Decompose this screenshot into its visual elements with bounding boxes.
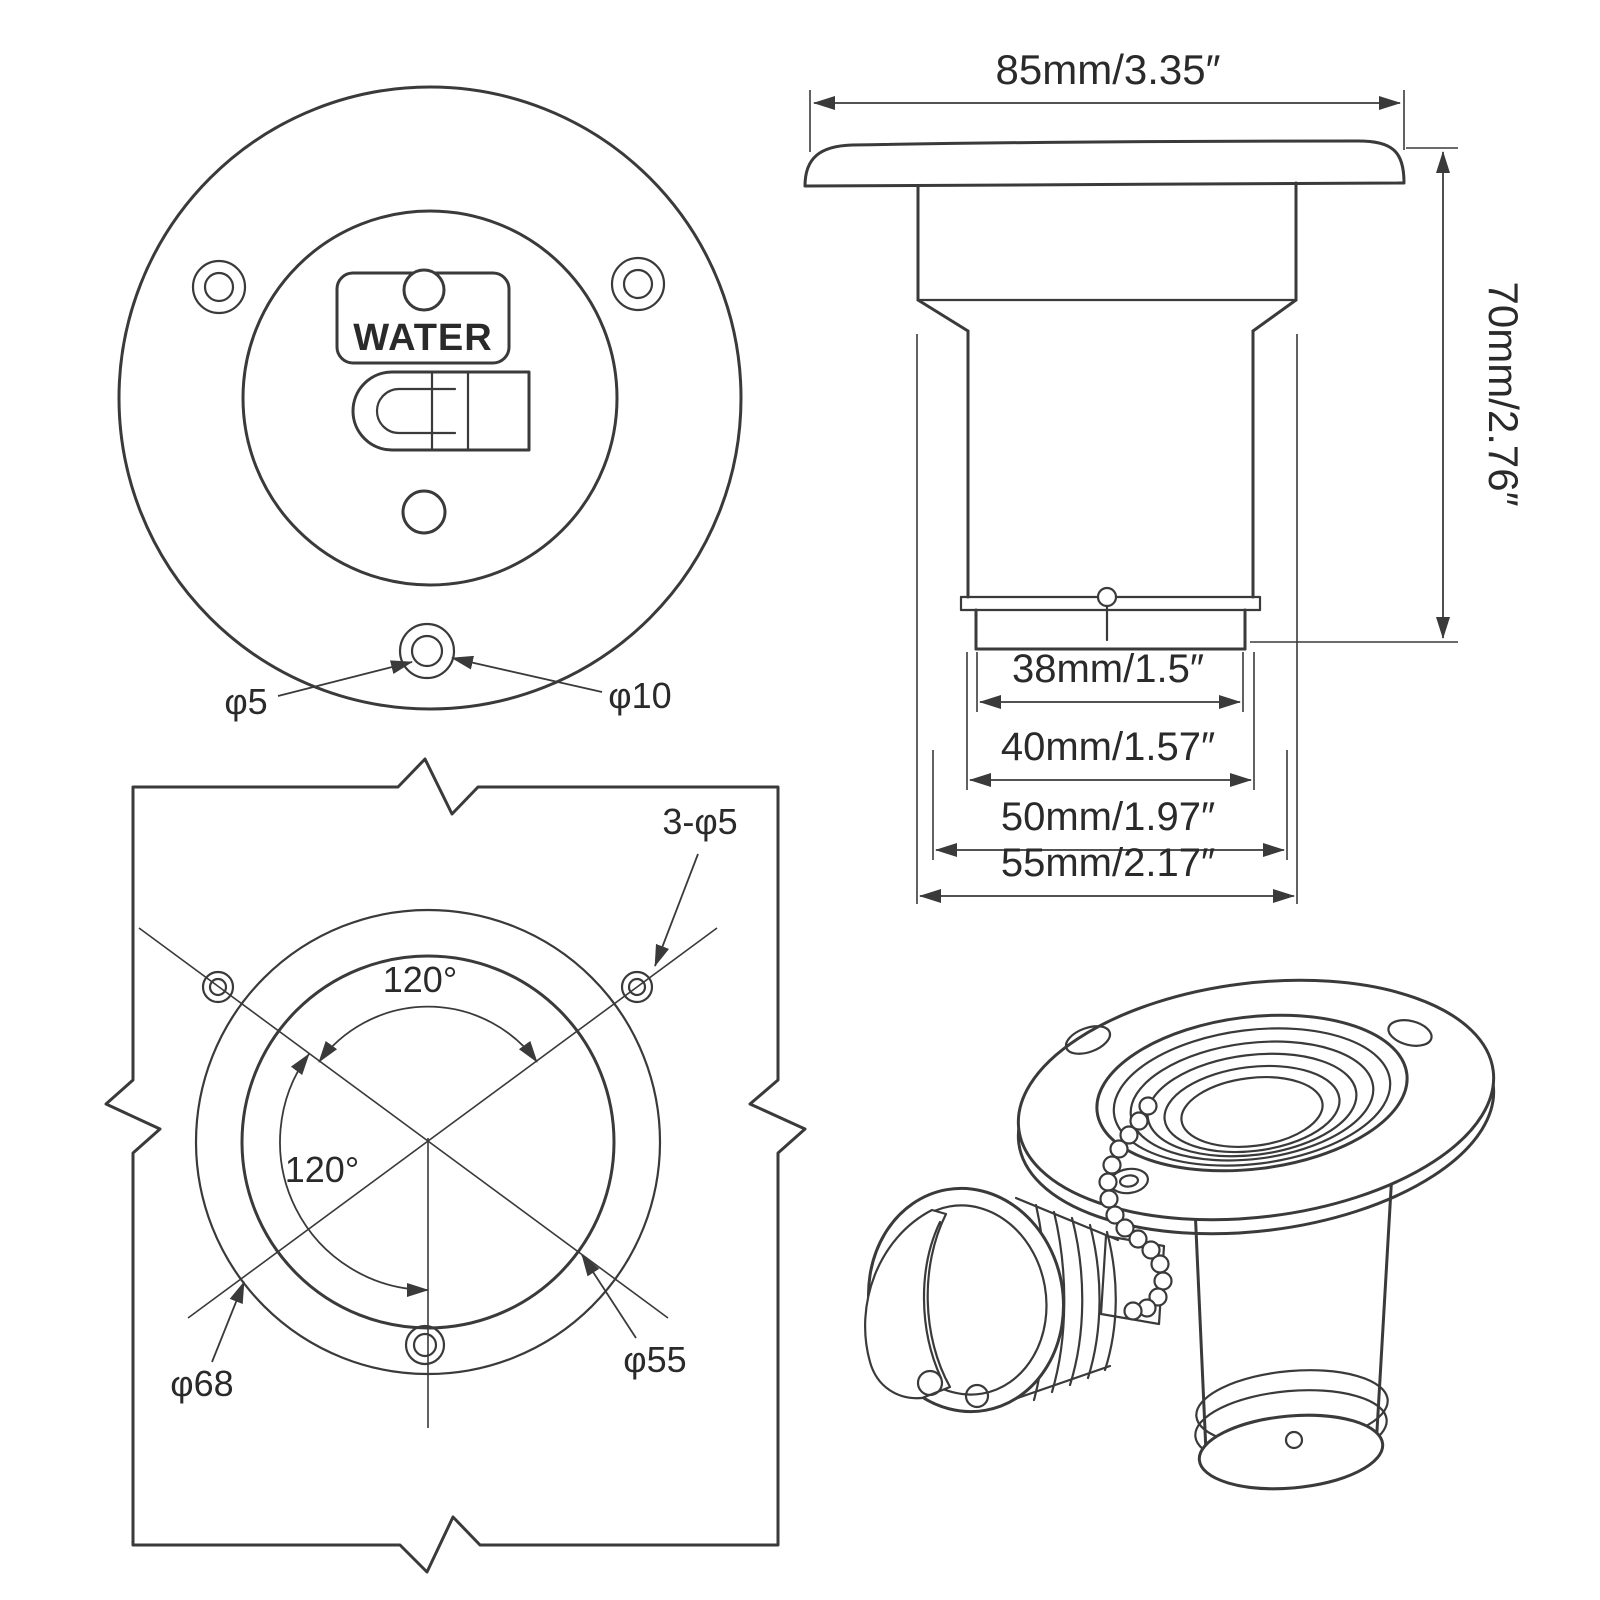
bolt-hole-top-right	[620, 970, 654, 1004]
cutout-callout: φ55	[581, 1254, 687, 1380]
bolt-circle-callout: φ68	[170, 1281, 245, 1404]
dim-40mm-label: 40mm/1.57″	[1001, 725, 1215, 769]
dim-85mm-label: 85mm/3.35″	[996, 46, 1221, 93]
screw-hole-top-right	[610, 256, 666, 312]
phi5-callout: φ5	[224, 660, 413, 722]
top-view: WATER φ5 φ10	[117, 85, 743, 722]
key-slot	[351, 370, 531, 452]
screw-hole-top-left	[191, 259, 247, 315]
dim-50mm: 50mm/1.97″	[935, 795, 1285, 857]
holes-label: 3-φ5	[662, 801, 737, 842]
holes-callout: 3-φ5	[654, 801, 738, 967]
dim-38mm: 38mm/1.5″	[979, 647, 1241, 709]
screw-hole-bottom	[398, 622, 456, 680]
dim-85mm: 85mm/3.35″	[809, 46, 1405, 152]
handle-pivot-hole-2	[964, 1383, 990, 1409]
flange-inner-circle	[241, 209, 619, 587]
flange-outer-circle	[117, 85, 743, 711]
perspective-cap	[864, 1186, 1166, 1414]
perspective-view	[864, 978, 1496, 1491]
handle-pivot-hole-1	[916, 1369, 944, 1397]
centerline-2	[187, 927, 718, 1319]
phi10-callout: φ10	[451, 655, 672, 716]
center-pin-circle	[401, 489, 447, 535]
bolt-hole-bottom	[404, 1324, 446, 1366]
phi5-label: φ5	[224, 681, 267, 722]
dim-55mm-label: 55mm/2.17″	[1001, 841, 1215, 885]
perspective-tube	[1192, 1170, 1394, 1491]
flange-cap-profile	[803, 139, 1406, 188]
cutout-label: φ55	[623, 1339, 686, 1380]
dim-70mm: 70mm/2.76″	[1250, 147, 1527, 643]
tube-pin-circle	[1284, 1430, 1304, 1450]
chain-pin-circle	[1096, 586, 1118, 608]
perspective-flange	[1016, 978, 1496, 1236]
flange-slot-left	[1064, 1025, 1112, 1055]
bolt-hole-top-left	[201, 970, 235, 1004]
dim-extension-lines	[916, 334, 1298, 904]
angle-top-label: 120°	[383, 959, 457, 1000]
angle-left-callout: 120°	[279, 1053, 429, 1297]
hole-pattern-view: 120° 120° 3-φ5 φ68 φ55	[104, 757, 807, 1574]
angle-left-label: 120°	[285, 1149, 359, 1190]
panel-outline-with-breaks	[104, 757, 807, 1574]
water-label: WATER	[353, 317, 492, 359]
dim-38mm-label: 38mm/1.5″	[1012, 647, 1204, 691]
thread-rings	[1112, 1027, 1392, 1167]
dim-50mm-label: 50mm/1.97″	[1001, 795, 1215, 839]
dim-40mm: 40mm/1.57″	[969, 725, 1252, 787]
bolt-circle-label: φ68	[170, 1363, 233, 1404]
angle-top-callout: 120°	[318, 959, 538, 1063]
phi10-label: φ10	[608, 675, 671, 716]
plate-screw-circle	[402, 268, 446, 312]
water-label-plate: WATER	[335, 268, 511, 365]
retaining-chain	[1098, 1096, 1173, 1321]
dim-55mm: 55mm/2.17″	[919, 841, 1295, 903]
flange-slot-right	[1387, 1019, 1433, 1047]
dim-70mm-label: 70mm/2.76″	[1480, 282, 1527, 507]
side-view: 85mm/3.35″ 70mm/2.76″ 38mm/1.5″ 40mm/1.5…	[803, 46, 1527, 904]
